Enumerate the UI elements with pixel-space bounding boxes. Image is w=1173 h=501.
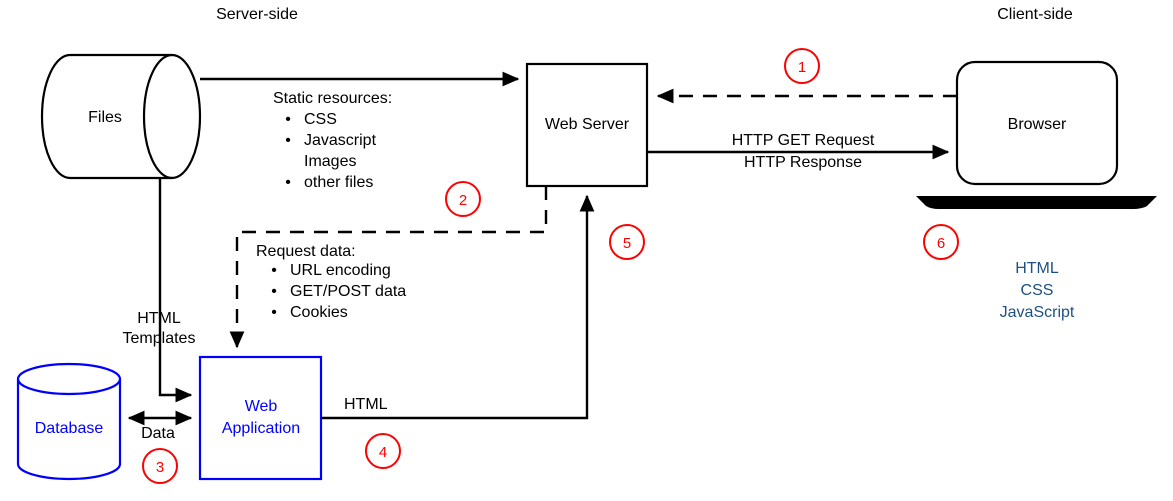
node-browser-label: Browser [1008,116,1067,133]
edge-html-templates [158,178,193,403]
laptop-base-shape [916,196,1157,209]
node-browser[interactable]: Browser [916,60,1157,209]
request-data-bullet-0: • [271,262,277,279]
step-badge-1-circle [784,48,820,84]
edge-label-html-templates-line2: Templates [123,330,196,347]
node-files-label: Files [88,109,122,126]
request-data-heading: Request data: [256,243,356,260]
node-web-server-label: Web Server [545,116,630,133]
step-badge-2-number: 2 [459,192,467,209]
static-resources-heading: Static resources: [273,90,392,107]
step-badge-1-number: 1 [798,59,806,76]
static-resources-item-1: Javascript [304,132,377,149]
heading-server-side: Server-side [216,6,298,23]
edge-request-data [229,186,548,349]
edge-label-html: HTML [344,396,388,413]
step-badge-4-number: 4 [379,444,387,461]
step-badge-5[interactable]: 5 [609,224,645,260]
request-data-item-2: Cookies [290,304,348,321]
step-badge-2-circle [445,181,481,217]
step-badge-3[interactable]: 3 [142,448,178,484]
client-tech-html: HTML [1015,260,1059,277]
request-data-bullet-1: • [271,283,277,300]
static-resources-item-2: Images [304,153,356,170]
client-tech-javascript: JavaScript [1000,304,1075,321]
step-badge-4[interactable]: 4 [365,433,401,469]
step-badge-6-number: 6 [937,235,945,252]
step-badge-4-circle [365,433,401,469]
step-badge-2[interactable]: 2 [445,181,481,217]
step-badge-6[interactable]: 6 [923,224,959,260]
edge-label-http-get-request: HTTP GET Request [732,132,875,149]
static-resources-bullet-0: • [285,111,291,128]
client-tech-css: CSS [1021,282,1054,299]
request-data-bullet-2: • [271,304,277,321]
edge-label-http-response: HTTP Response [744,154,862,171]
edge-label-data: Data [141,425,175,442]
annotation-request-data: Request data: • URL encoding • GET/POST … [256,243,406,321]
node-web-application[interactable]: Web Application [198,355,323,481]
client-technologies-list: HTML CSS JavaScript [1000,260,1075,321]
step-badge-6-circle [923,224,959,260]
step-badge-3-circle [142,448,178,484]
heading-client-side: Client-side [997,6,1073,23]
static-resources-bullet-1: • [285,132,291,149]
step-badge-1[interactable]: 1 [784,48,820,84]
step-badge-3-number: 3 [156,459,164,476]
static-resources-item-0: CSS [304,111,337,128]
request-data-item-1: GET/POST data [290,283,406,300]
step-badge-5-circle [609,224,645,260]
edge-label-html-templates-line1: HTML [137,310,181,327]
node-database[interactable]: Database [16,362,122,481]
static-resources-bullet-3: • [285,174,291,191]
node-web-server[interactable]: Web Server [525,62,649,188]
node-database-label: Database [35,420,104,437]
static-resources-item-3: other files [304,174,373,191]
node-web-application-label-line2: Application [222,420,300,437]
node-web-application-label-line1: Web [245,398,278,415]
step-badge-5-number: 5 [623,235,631,252]
request-data-item-0: URL encoding [290,262,391,279]
annotation-static-resources: Static resources: • CSS • Javascript Ima… [273,90,392,191]
edge-html-to-web-server [321,194,595,420]
node-files[interactable]: Files [40,53,202,180]
